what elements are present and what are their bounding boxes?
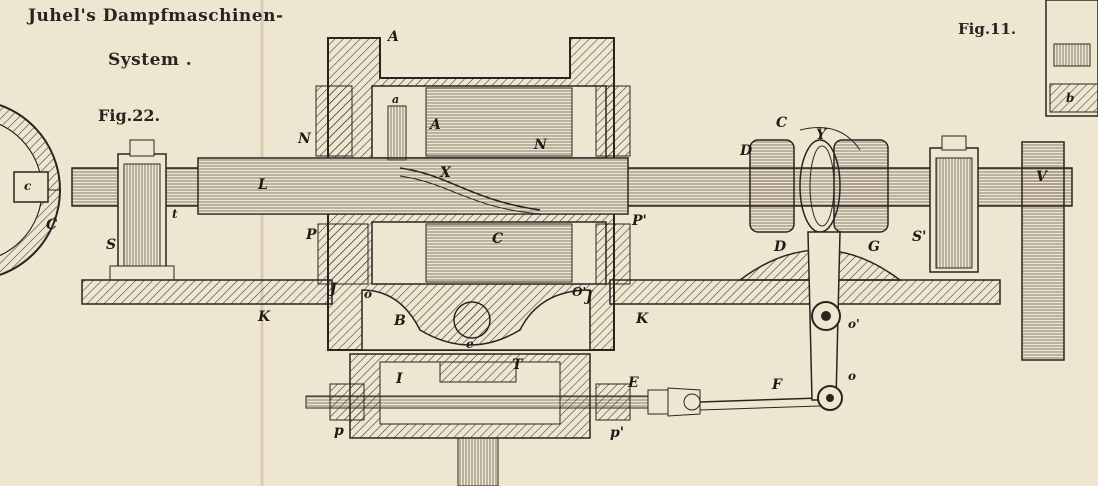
label-P: P <box>306 227 317 243</box>
valve-rod <box>305 383 821 421</box>
flywheel <box>1021 141 1065 361</box>
label-P-prime: P' <box>632 213 647 229</box>
label-K-left: K <box>258 309 271 325</box>
figure-label-corner: Fig.11. <box>958 20 1017 38</box>
corner-detail <box>1045 0 1098 117</box>
label-O-prime: O' <box>572 285 587 299</box>
base-plate-left <box>81 279 333 305</box>
label-N-right: N <box>534 137 547 153</box>
label-C-cylinder: C <box>492 231 504 247</box>
valve-box <box>349 353 591 486</box>
label-C-left: C <box>46 217 58 233</box>
label-A-top: A <box>388 29 399 45</box>
label-o-left: o <box>364 287 373 301</box>
title-line-1: Juhel's Dampfmaschinen- <box>28 6 284 26</box>
label-X: X <box>440 165 451 181</box>
bearing-right <box>929 135 979 273</box>
left-wheel-detail <box>0 104 61 276</box>
figure-label-main: Fig.22. <box>98 106 161 125</box>
label-V: V <box>1036 169 1047 185</box>
label-p: p <box>334 423 344 439</box>
label-J: J <box>330 281 337 297</box>
label-c-small: c <box>24 179 32 193</box>
label-I: I <box>396 371 403 387</box>
label-o-prime-crank: o' <box>848 317 860 331</box>
label-K-right: K <box>636 311 649 327</box>
cylinder-casing <box>197 37 631 351</box>
label-N-left: N <box>298 131 311 147</box>
label-C-eccentric: C <box>776 115 788 131</box>
label-J-prime: J <box>586 289 593 305</box>
base-plate-right <box>609 279 1001 305</box>
label-F: F <box>772 377 782 393</box>
label-B: B <box>394 313 406 329</box>
label-T: T <box>512 357 523 373</box>
label-Y: Y <box>816 127 826 143</box>
label-o-crank: o <box>848 369 857 383</box>
label-S-prime: S' <box>912 229 927 245</box>
label-L: L <box>258 177 268 193</box>
label-a-small: a <box>392 93 400 106</box>
label-t: t <box>172 207 178 221</box>
bearing-left <box>109 139 175 281</box>
label-G: G <box>868 239 880 255</box>
crank <box>807 231 843 411</box>
eccentric <box>749 127 889 233</box>
label-D-bottom: D <box>774 239 787 255</box>
label-E: E <box>628 375 639 391</box>
title-line-2: System . <box>108 50 193 70</box>
label-p-prime: p' <box>610 425 625 441</box>
label-A-inner: A <box>430 117 441 133</box>
label-S: S <box>106 237 117 253</box>
label-e: e <box>466 337 474 351</box>
label-b: b <box>1066 91 1075 105</box>
label-D-top: D <box>740 143 753 159</box>
